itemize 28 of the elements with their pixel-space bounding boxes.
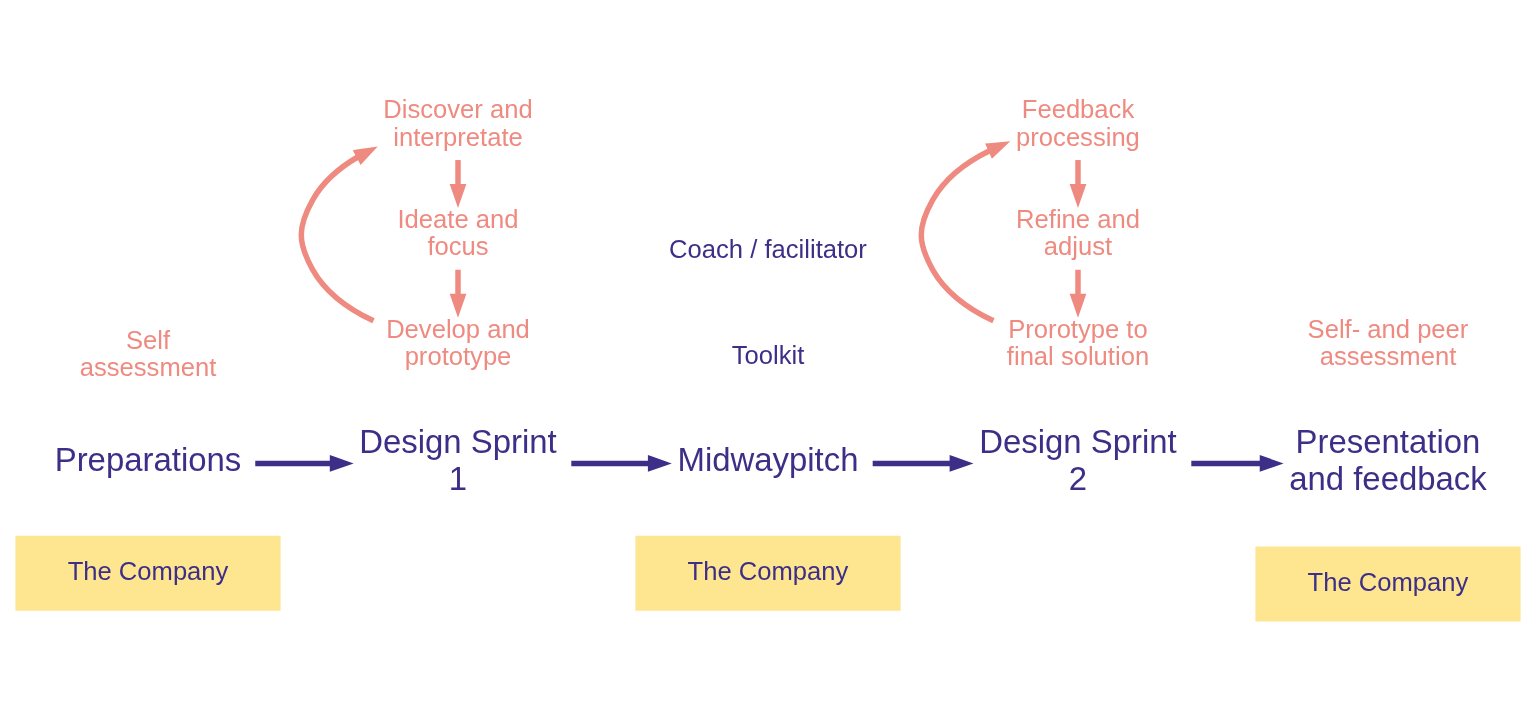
node-text: Ideate and focus (397, 204, 519, 261)
node-text: Prorotype to final solution (1006, 314, 1150, 371)
node-text: Refine and adjust (1016, 204, 1140, 261)
arrow (918, 141, 1011, 324)
node-text: Design Sprint 2 (979, 423, 1177, 497)
node-box: The Company (1255, 546, 1521, 622)
node-text: Self assessment (79, 325, 217, 381)
node-text: Toolkit (731, 341, 805, 370)
arrow (1069, 269, 1087, 318)
node-text: Coach / facilitator (669, 235, 867, 264)
arrow (1191, 455, 1284, 472)
arrow (449, 160, 467, 208)
node-text: Develop and prototype (386, 314, 530, 371)
node-text: Self- and peer assessment (1307, 314, 1469, 371)
arrow (449, 269, 467, 318)
arrow (255, 455, 354, 472)
arrow (872, 455, 974, 472)
node-text: Midwaypitch (677, 441, 859, 479)
arrow (1069, 160, 1087, 208)
node-text: Feedback processing (1016, 95, 1140, 151)
node-text: Discover and interpretate (383, 95, 533, 151)
node-text: Design Sprint 1 (359, 423, 557, 497)
arrow (571, 455, 672, 472)
node-text: Preparations (54, 441, 242, 479)
arrow (298, 146, 378, 324)
node-box: The Company (635, 535, 901, 611)
node-box: The Company (15, 535, 281, 611)
node-text: Presentation and feedback (1289, 423, 1487, 497)
